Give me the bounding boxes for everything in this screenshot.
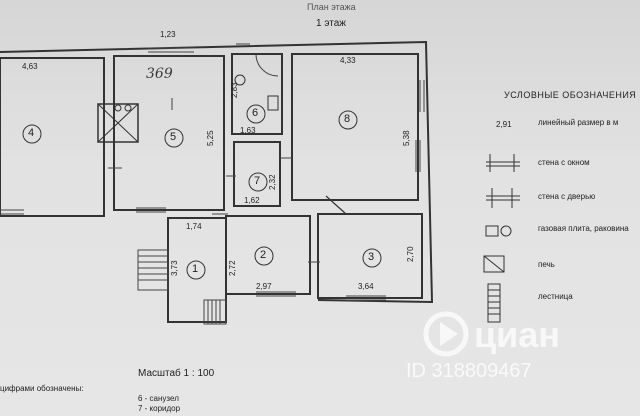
- stove-icon: [97, 103, 139, 143]
- room-7-outline: [233, 141, 281, 207]
- dimension-label: 2,32: [268, 174, 277, 190]
- stairs-bottom: [203, 299, 227, 325]
- legend-symbols: [483, 154, 520, 323]
- room-number: 1: [192, 263, 199, 275]
- legend-item: газовая плита, раковина: [538, 224, 629, 233]
- toilet-icon: [234, 74, 246, 86]
- floor-label: 1 этаж: [316, 18, 346, 29]
- room-number: 3: [368, 251, 375, 263]
- room-number: 5: [170, 131, 177, 143]
- dimension-label: 4,33: [340, 56, 356, 65]
- scale-label: Масштаб 1 : 100: [138, 368, 215, 379]
- burner-icon: [114, 104, 122, 112]
- dimension-label: 4,63: [22, 62, 38, 71]
- dimension-label: 2,70: [406, 246, 415, 262]
- sink-icon: [267, 95, 279, 111]
- legend-item: стена с окном: [538, 158, 590, 167]
- dimension-label: 1,23: [160, 30, 176, 39]
- dimension-label: 5,25: [206, 130, 215, 146]
- dimension-label: 3,64: [358, 282, 374, 291]
- room-number: 8: [344, 113, 351, 125]
- dimension-label: 2,83: [230, 82, 239, 98]
- legend-item: лестница: [538, 292, 573, 301]
- dimension-label: 2,72: [228, 260, 237, 276]
- outer-wall: [0, 40, 434, 304]
- dimension-label: 1,74: [186, 222, 202, 231]
- stairs-left: [137, 249, 169, 291]
- room-number: 6: [252, 107, 259, 119]
- dimension-label: 2,97: [256, 282, 272, 291]
- room-4-outline: [0, 57, 105, 217]
- plan-title: План этажа: [307, 2, 356, 12]
- footnote-title: цифрами обозначены:: [0, 384, 84, 393]
- legend-item: линейный размер в м: [538, 118, 619, 127]
- footnote-item: 6 - санузел: [138, 394, 179, 403]
- watermark-id: ID 318809467: [406, 360, 532, 382]
- room-6-outline: [231, 53, 283, 135]
- room-number: 4: [28, 127, 35, 139]
- room-8-outline: [291, 53, 419, 201]
- footnote-item: 7 - коридор: [138, 404, 181, 413]
- dimension-label: 1,63: [240, 126, 256, 135]
- dimension-label: 1,62: [244, 196, 260, 205]
- room-5-outline: [113, 55, 225, 211]
- room-number: 7: [254, 175, 261, 187]
- dimension-label: 5,38: [402, 130, 411, 146]
- dimension-label: 3,73: [170, 260, 179, 276]
- watermark-logo: [423, 311, 469, 357]
- legend-title: УСЛОВНЫЕ ОБОЗНАЧЕНИЯ: [504, 90, 637, 100]
- room-3-outline: [317, 213, 423, 299]
- legend-item: стена с дверью: [538, 192, 596, 201]
- room-2-outline: [225, 215, 311, 295]
- legend-sample-value: 2,91: [496, 120, 512, 129]
- legend-item: печь: [538, 260, 555, 269]
- handwritten-note: 369: [146, 66, 173, 82]
- room-number: 2: [260, 249, 267, 261]
- watermark-brand: циан: [474, 314, 561, 355]
